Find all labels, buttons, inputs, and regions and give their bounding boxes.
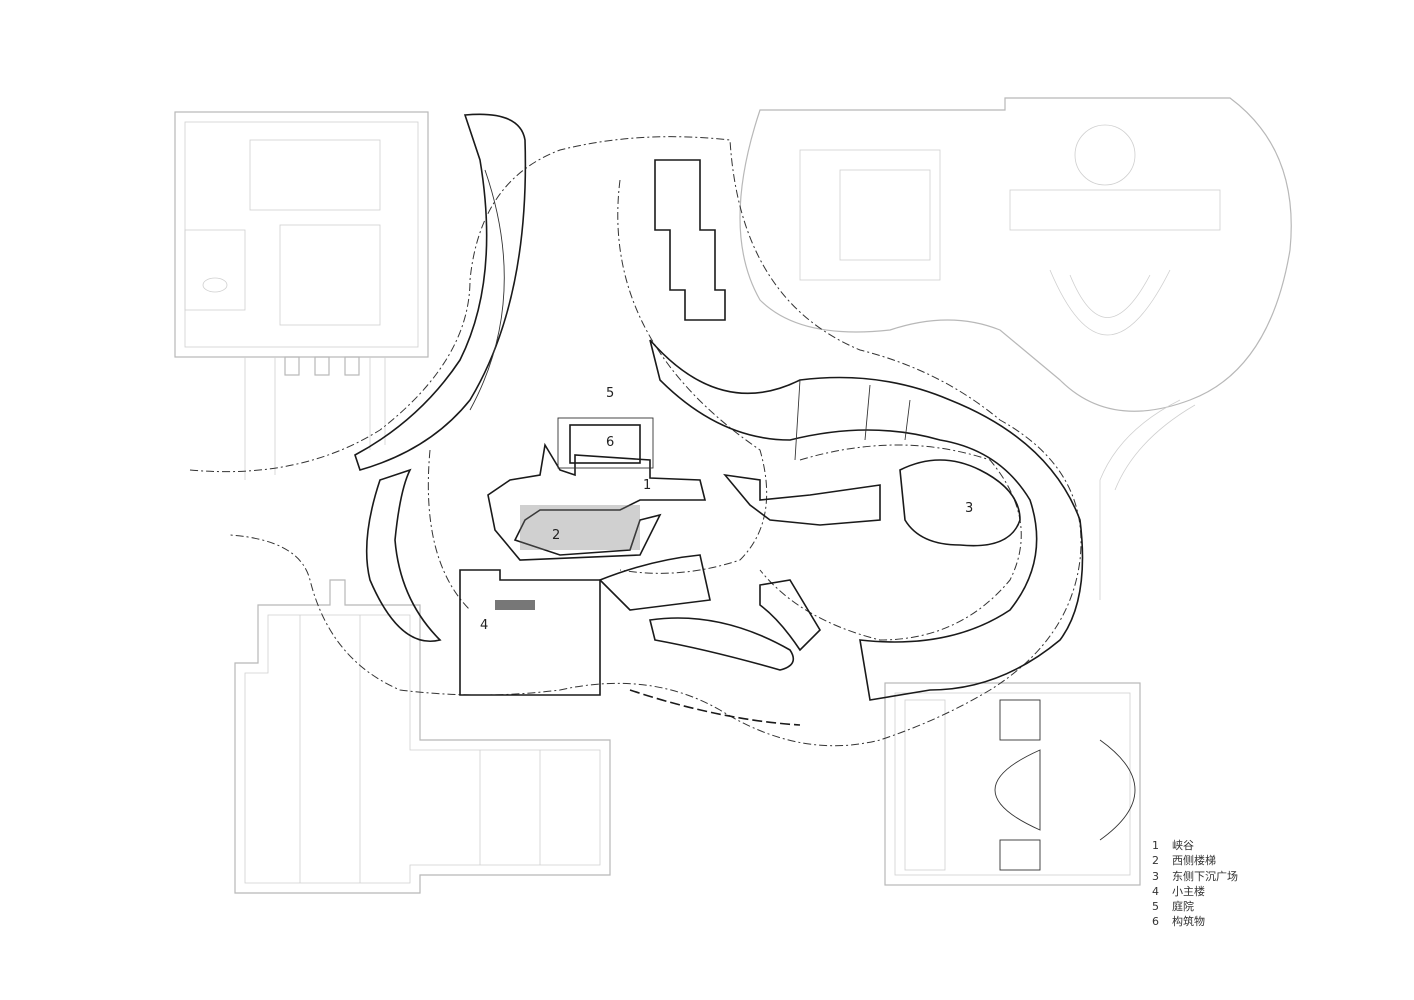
canyon [487, 442, 707, 561]
building-top-left [174, 111, 429, 480]
structure-6 [557, 417, 654, 469]
label-courtyard: 5 [606, 386, 614, 401]
east-shops [649, 339, 1084, 701]
courtyard-boundary [189, 136, 1082, 747]
label-east-plaza: 3 [965, 501, 973, 516]
building-top-right [739, 97, 1292, 600]
west-wing [354, 113, 527, 471]
building-bottom-right [884, 682, 1141, 886]
label-canyon: 1 [643, 478, 651, 493]
east-sunken-plaza [899, 459, 1021, 547]
building-bottom-left [234, 579, 611, 894]
label-small-main-building: 4 [480, 618, 488, 633]
north-block [654, 159, 726, 321]
label-west-stair: 2 [552, 528, 560, 543]
label-structure: 6 [606, 435, 614, 450]
